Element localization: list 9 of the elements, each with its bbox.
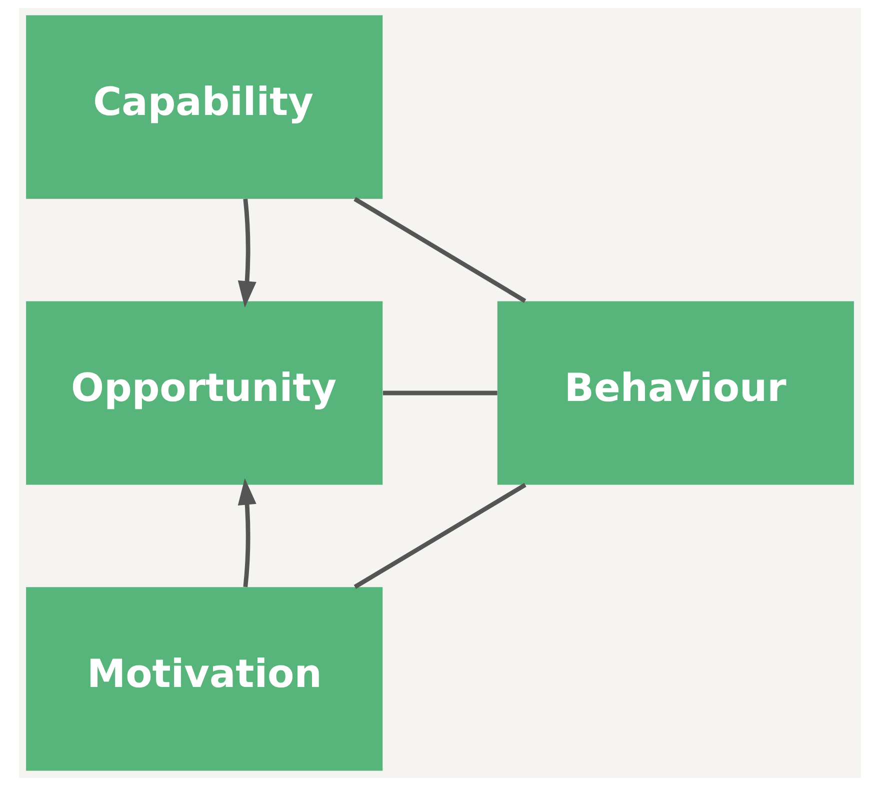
connector xyxy=(353,197,526,303)
node-box: Capability xyxy=(26,15,382,199)
node-box: Behaviour xyxy=(496,301,854,485)
connector xyxy=(353,483,526,589)
node-box: Opportunity xyxy=(26,301,382,485)
arrow xyxy=(237,198,256,308)
node-box: Motivation xyxy=(26,587,382,771)
connector xyxy=(382,390,497,396)
arrow xyxy=(237,478,256,588)
